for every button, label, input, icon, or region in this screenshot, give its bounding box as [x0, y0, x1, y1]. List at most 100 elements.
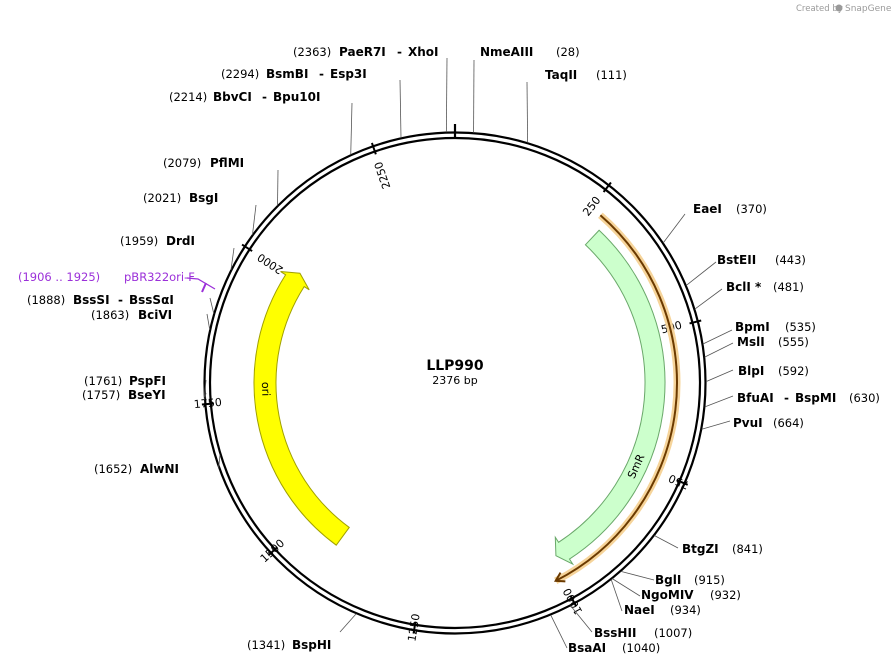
- enzyme-site-pflmi[interactable]: (2079) PflMI: [163, 156, 244, 170]
- site-leader-line: [339, 613, 357, 633]
- enzyme-position: (535): [785, 320, 816, 334]
- enzyme-site-bsmbi[interactable]: (2294) BsmBI - Esp3I: [221, 67, 367, 81]
- enzyme-position: (932): [710, 588, 741, 602]
- enzyme-position: (1761): [84, 374, 122, 388]
- enzyme-site-bcivi[interactable]: (1863) BciVI: [91, 308, 172, 322]
- enzyme-site-bsssi[interactable]: (1888) BssSI - BssSαI: [27, 293, 174, 307]
- tick-label: 1500: [258, 537, 287, 566]
- enzyme-position: (2021): [143, 191, 181, 205]
- tick-mark: [241, 243, 253, 252]
- enzyme-site-bfuai[interactable]: BfuAI - BspMI (630): [737, 391, 880, 405]
- enzyme-site-alwni[interactable]: (1652) AlwNI: [94, 462, 179, 476]
- enzyme-site-eaei[interactable]: EaeI (370): [693, 202, 767, 216]
- primer-arrow: [201, 282, 207, 293]
- enzyme-separator: -: [118, 293, 123, 307]
- site-leader-line: [612, 578, 641, 597]
- enzyme-position: (915): [694, 573, 725, 587]
- enzyme-position: (2079): [163, 156, 201, 170]
- enzyme-position: (28): [556, 45, 580, 59]
- enzyme-name: PflMI: [210, 156, 244, 170]
- enzyme-position: (1341): [247, 638, 285, 652]
- enzyme-separator: -: [319, 67, 324, 81]
- enzyme-name: BtgZI: [682, 542, 719, 556]
- enzyme-site-bseyi[interactable]: (1757) BseYI: [82, 388, 166, 402]
- site-leader-line: [654, 535, 679, 549]
- enzyme-site-bgli[interactable]: BglI (915): [655, 573, 725, 587]
- site-leader-line: [445, 57, 448, 133]
- enzyme-site-drdi[interactable]: (1959) DrdI: [120, 234, 195, 248]
- enzyme-name: NmeAIII: [480, 45, 533, 59]
- snapgene-credit: Created by SnapGene: [796, 4, 892, 14]
- enzyme-site-taqii[interactable]: TaqII (111): [545, 68, 627, 82]
- enzyme-site-bsteii[interactable]: BstEII (443): [717, 253, 806, 267]
- enzyme-position: (664): [773, 416, 804, 430]
- enzyme-name: BstEII: [717, 253, 756, 267]
- ori-feature-label: ori: [259, 382, 272, 397]
- enzyme-site-nmeaiii[interactable]: NmeAIII (28): [480, 45, 580, 59]
- enzyme-name: BpmI: [735, 320, 770, 334]
- tick-mark: [676, 479, 689, 486]
- enzyme-name: BbvCI: [213, 90, 252, 104]
- site-leader-line: [686, 261, 717, 286]
- tick-label: 1750: [193, 396, 222, 411]
- enzyme-site-bpmi[interactable]: BpmI (535): [735, 320, 816, 334]
- primer-leader: [186, 277, 216, 290]
- tick-label: 250: [580, 194, 603, 219]
- enzyme-site-bsshii[interactable]: BssHII (1007): [594, 626, 692, 640]
- enzyme-site-bbvci[interactable]: (2214) BbvCI - Bpu10I: [169, 90, 320, 104]
- enzyme-site-bsaai[interactable]: BsaAI (1040): [568, 641, 660, 655]
- enzyme-site-paer7i[interactable]: (2363) PaeR7I - XhoI: [293, 45, 439, 59]
- tick-mark: [602, 181, 612, 193]
- enzyme-site-naei[interactable]: NaeI (934): [624, 603, 701, 617]
- enzyme-separator: -: [784, 391, 789, 405]
- site-leader-line: [204, 392, 207, 400]
- tick-mark: [412, 621, 417, 634]
- enzyme-site-ngomiv[interactable]: NgoMIV (932): [641, 588, 741, 602]
- tick-mark: [569, 595, 578, 607]
- enzyme-position: (1959): [120, 234, 158, 248]
- smr-feature-arrow[interactable]: [554, 229, 666, 566]
- enzyme-name: BssHII: [594, 626, 636, 640]
- enzyme-site-pvui[interactable]: PvuI (664): [733, 416, 804, 430]
- enzyme-position: (2363): [293, 45, 331, 59]
- enzyme-site-pspfi[interactable]: (1761) PspFI: [84, 374, 166, 388]
- site-leader-line: [526, 81, 529, 143]
- enzyme-site-btgzi[interactable]: BtgZI (841): [682, 542, 763, 556]
- enzyme-position: (592): [778, 364, 809, 378]
- enzyme-position: (934): [670, 603, 701, 617]
- enzyme-site-blpi[interactable]: BlpI (592): [738, 364, 809, 378]
- enzyme-site-bsgi[interactable]: (2021) BsgI: [143, 191, 218, 205]
- primer-annotation[interactable]: (1906 .. 1925) pBR322ori-F: [18, 270, 216, 293]
- enzyme-site-bsphi[interactable]: (1341) BspHI: [247, 638, 331, 652]
- tick-mark: [689, 319, 702, 325]
- snapgene-logo-icon: [835, 4, 843, 12]
- enzyme-site-bcli[interactable]: BclI * (481): [726, 280, 804, 294]
- enzyme-site-msli[interactable]: MslI (555): [737, 335, 809, 349]
- site-leader-line: [662, 213, 686, 244]
- enzyme-name: PvuI: [733, 416, 763, 430]
- enzyme-position: (2214): [169, 90, 207, 104]
- ori-feature-arrow[interactable]: [253, 271, 350, 546]
- enzyme-name: BsaAI: [568, 641, 606, 655]
- tick-label: 2000: [255, 250, 286, 276]
- enzyme-position: (2294): [221, 67, 259, 81]
- orange-feature-arc[interactable]: [555, 214, 678, 582]
- site-leader-line: [218, 454, 221, 468]
- tick-label: 2250: [372, 160, 393, 191]
- enzyme-position: (555): [778, 335, 809, 349]
- enzyme-name: BlpI: [738, 364, 764, 378]
- site-leader-line: [702, 329, 733, 345]
- site-leader-line: [230, 247, 235, 270]
- orange-feature-arrowhead: [553, 572, 566, 583]
- enzyme-name: BsgI: [189, 191, 218, 205]
- site-leader-line: [570, 605, 593, 633]
- site-leader-line: [206, 313, 211, 330]
- primer-name: pBR322ori-F: [124, 270, 195, 284]
- enzyme-name: EaeI: [693, 202, 722, 216]
- site-leader-line: [610, 579, 623, 612]
- enzyme-name: BglI: [655, 573, 681, 587]
- enzyme-name: BspHI: [292, 638, 331, 652]
- credit-created-by: Created by: [796, 4, 843, 14]
